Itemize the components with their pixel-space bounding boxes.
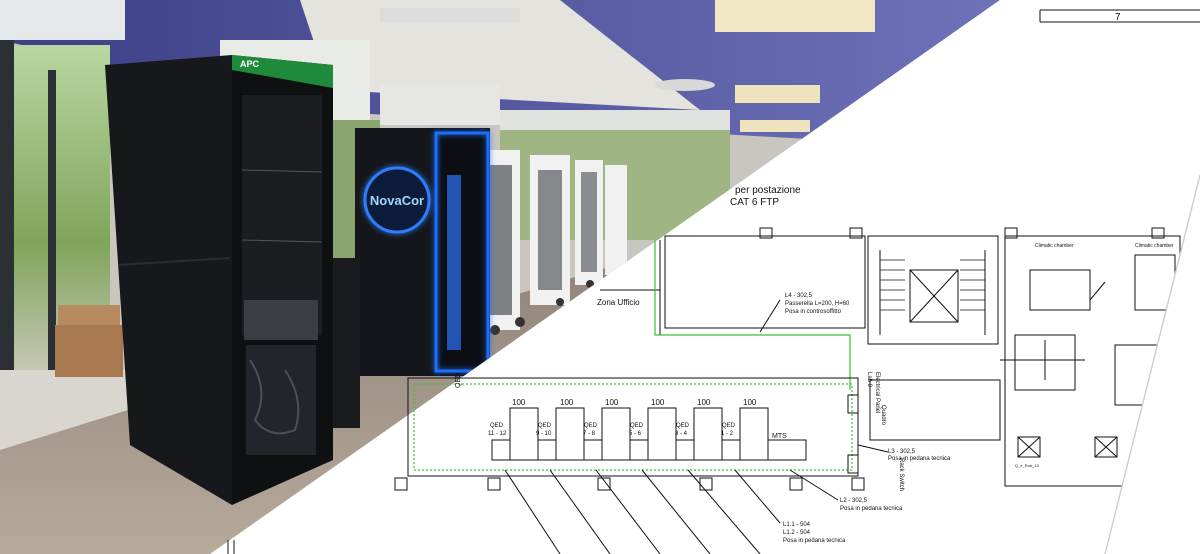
svg-text:QED: QED	[676, 423, 690, 429]
workstation-modules: 100 QED 11 - 12 100 QED 9 - 10 100 QED 7…	[488, 398, 769, 461]
svg-text:7 - 8: 7 - 8	[583, 431, 596, 437]
l2-note: Posa in pedana tecnica	[840, 506, 903, 512]
apc-server-rack: APC	[105, 55, 333, 505]
floor-plan-drawing: 7 per postazione CAT 6 FTP Zona Ufficio …	[227, 9, 1200, 554]
header-number: 7	[1115, 12, 1121, 23]
apc-label: APC	[240, 59, 260, 69]
svg-text:3 - 4: 3 - 4	[675, 431, 688, 437]
module-6: 100 QED 1 - 2	[721, 398, 769, 461]
drawing-title-2: CAT 6 FTP	[730, 197, 779, 208]
climatic-left-label: Climatic chamber	[1035, 243, 1074, 249]
svg-text:11 - 12: 11 - 12	[488, 431, 507, 437]
svg-text:5 - 6: 5 - 6	[629, 431, 642, 437]
svg-text:100: 100	[512, 398, 526, 407]
ceiling-light	[735, 85, 820, 103]
tray-note: Posa in controsoffitto	[785, 309, 842, 315]
climatic-chamber-left	[1029, 269, 1091, 311]
lab-label: Lab 0	[866, 372, 872, 388]
drawing-title-1: per postazione	[735, 185, 801, 196]
svg-text:100: 100	[605, 398, 619, 407]
svg-text:100: 100	[651, 398, 665, 407]
svg-text:QED: QED	[630, 423, 644, 429]
ceiling-light	[715, 0, 875, 32]
lab-room	[394, 377, 865, 491]
svg-text:100: 100	[560, 398, 574, 407]
cable-route	[654, 240, 851, 390]
novacor-cabinet: NovaCor	[330, 128, 490, 428]
svg-text:QED: QED	[722, 423, 736, 429]
quadro-label: Quadro	[880, 405, 886, 426]
electrical-panel-label: Electrical Panel	[874, 372, 880, 413]
l1-label-1: L1.1 - 504	[783, 522, 811, 528]
module-1: 100 QED 11 - 12	[488, 398, 539, 461]
lab-photo: NovaCor APC	[0, 0, 1000, 554]
l1-note: Posa in pedana tecnica	[783, 538, 846, 544]
svg-text:QED: QED	[490, 423, 504, 429]
mts-block	[767, 439, 807, 461]
svg-text:QED: QED	[538, 423, 552, 429]
ceiling-light	[740, 120, 810, 132]
small-label: Q_e_Rub_13	[1015, 463, 1040, 468]
module-5: 100 QED 3 - 4	[675, 398, 723, 461]
elevator	[909, 269, 959, 323]
svg-text:QED: QED	[584, 423, 598, 429]
l3-note: Posa in pedana tecnica	[888, 456, 951, 462]
novacor-logo-text: NovaCor	[370, 193, 424, 208]
staircase	[867, 235, 999, 345]
svg-text:100: 100	[697, 398, 711, 407]
rack-switch-label: Rack Switch	[898, 458, 904, 491]
svg-text:9 - 10: 9 - 10	[536, 431, 552, 437]
qed-left-label: QED	[455, 373, 462, 388]
cable-leaders	[504, 469, 761, 554]
l1-label-2: L1.2 - 504	[783, 530, 811, 536]
svg-text:1 - 2: 1 - 2	[721, 431, 734, 437]
module-4: 100 QED 5 - 6	[629, 398, 677, 461]
tray-spec: Passerella L=200, H=60	[785, 301, 850, 307]
mts-label: MTS	[772, 433, 787, 440]
cardboard-box	[55, 325, 123, 377]
l3-label: L3 - 302,5	[888, 449, 916, 455]
neon-strip	[434, 131, 490, 373]
module-3: 100 QED 7 - 8	[583, 398, 631, 461]
cardboard-box	[58, 305, 120, 327]
office-room	[664, 235, 866, 329]
module-2: 100 QED 9 - 10	[536, 398, 585, 461]
svg-text:100: 100	[743, 398, 757, 407]
tray-label: L4 - 302,5	[785, 293, 813, 299]
novacor-logo	[363, 166, 431, 234]
zone-label: Zona Ufficio	[597, 298, 640, 307]
climatic-right-label: Climatic chamber	[1135, 243, 1174, 249]
l2-label: L2 - 302,5	[840, 498, 868, 504]
